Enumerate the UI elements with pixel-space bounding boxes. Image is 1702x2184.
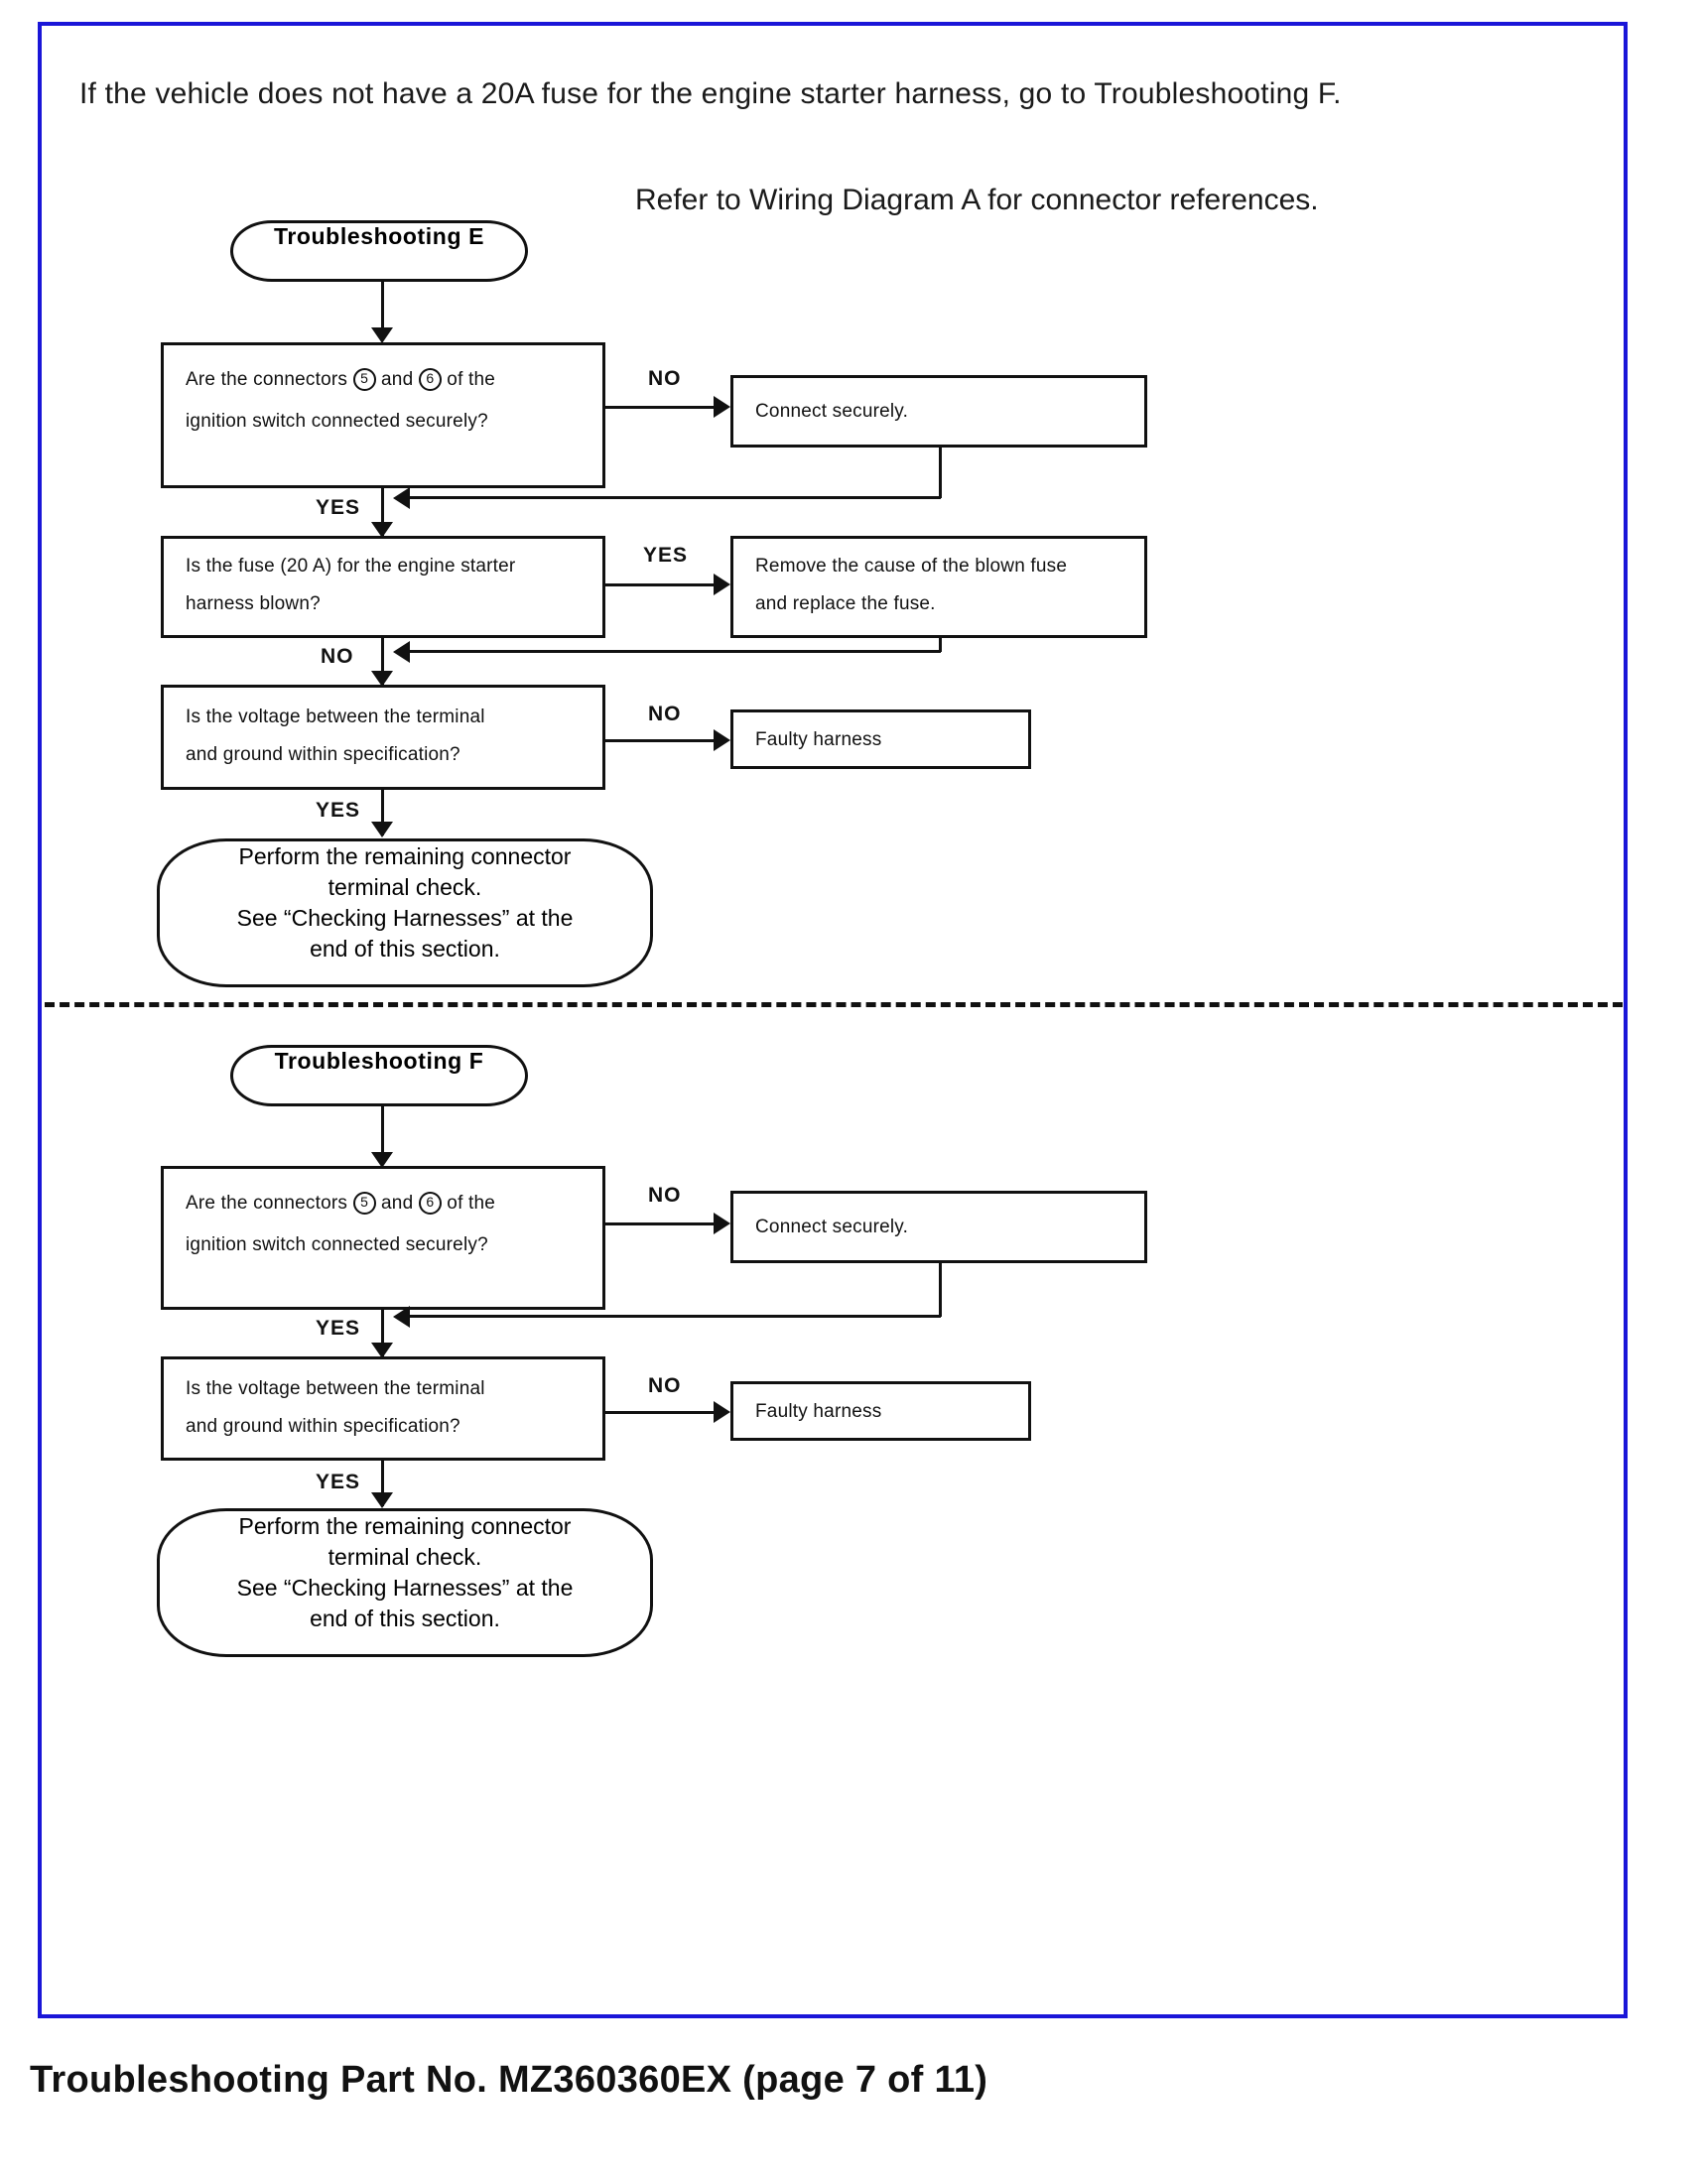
flow-e-a2-return-arrow [393,641,410,663]
refer-note: Refer to Wiring Diagram A for connector … [635,184,1319,216]
connector-number-icon: 6 [418,368,442,392]
flow-e-q3-no-line [605,739,718,742]
flow-e-end-line2: terminal check. [327,874,482,900]
flow-e-q2-no-label: NO [321,645,354,668]
flow-f-answer-2: Faulty harness [730,1381,1031,1441]
flow-e-q2-yes-label: YES [643,544,689,567]
flow-e-q3-yes-label: YES [316,799,361,822]
flow-e-q1-yes-label: YES [316,496,361,519]
flow-f-question-2-line1: Is the voltage between the terminal [186,1378,485,1399]
connector-number-icon: 5 [352,368,376,392]
flow-e-q3-yes-line [381,790,384,835]
flow-f-q1-no-label: NO [648,1184,682,1207]
flow-e-q2-yes-line [605,583,718,586]
flow-f-end-line1: Perform the remaining connector [238,1513,572,1539]
flow-e-answer-3-text: Faulty harness [755,729,882,750]
flow-e-question-2-line1: Is the fuse (20 A) for the engine starte… [186,556,516,577]
flow-e-title: Troubleshooting E [273,223,485,249]
flow-e-a2-return-v [939,638,942,652]
flow-f-question-1-line1: Are the connectors 5 and 6 of the [186,1192,496,1216]
flow-e-question-1-line2: ignition switch connected securely? [186,411,488,432]
flow-e-answer-2-line1: Remove the cause of the blown fuse [755,556,1068,577]
flow-f-a1-return-v [939,1263,942,1317]
connector-number-icon: 5 [352,1192,376,1216]
flow-e-q3-yes-arrow [371,822,393,837]
flow-f-answer-1-text: Connect securely. [755,1217,909,1237]
flow-e-title-node: Troubleshooting E [230,220,528,282]
flow-e-answer-1-text: Connect securely. [755,401,909,422]
footer-caption: Troubleshooting Part No. MZ360360EX (pag… [30,2059,988,2101]
flow-e-arrow-1 [371,327,393,343]
flow-e-end-line1: Perform the remaining connector [238,843,572,869]
flow-e-a1-return-h [407,496,941,499]
flow-f-q2-yes-label: YES [316,1471,361,1493]
flow-f-end-node: Perform the remaining connector terminal… [157,1508,653,1657]
flow-f-question-2: Is the voltage between the terminal and … [161,1356,605,1461]
flow-f-arrow-1 [371,1152,393,1168]
flow-e-answer-3: Faulty harness [730,709,1031,769]
flow-f-answer-1: Connect securely. [730,1191,1147,1263]
flow-f-q2-no-label: NO [648,1374,682,1397]
flow-e-q2-no-arrow [371,671,393,687]
flow-e-question-3-line2: and ground within specification? [186,744,460,765]
flow-f-end-line4: end of this section. [310,1606,500,1631]
flow-e-answer-2-line2: and replace the fuse. [755,593,936,614]
flow-e-answer-1: Connect securely. [730,375,1147,448]
flow-f-a1-return-h [407,1315,941,1318]
flow-f-title: Troubleshooting F [274,1048,484,1074]
flow-f-q1-yes-arrow [371,1343,393,1358]
flow-e-q1-no-line [605,406,718,409]
flow-f-answer-2-text: Faulty harness [755,1401,882,1422]
flow-e-question-2: Is the fuse (20 A) for the engine starte… [161,536,605,638]
flow-e-q3-no-label: NO [648,703,682,725]
flow-e-q1-no-arrow [714,396,730,418]
flow-e-a1-return-arrow [393,487,410,509]
intro-note: If the vehicle does not have a 20A fuse … [79,77,1342,110]
section-divider [45,1002,1623,1007]
flow-e-q1-no-label: NO [648,367,682,390]
flow-f-title-node: Troubleshooting F [230,1045,528,1106]
flow-f-q2-yes-arrow [371,1492,393,1508]
flow-e-q2-no-line [381,638,384,686]
flow-e-end-line3: See “Checking Harnesses” at the [236,905,574,931]
flow-e-question-1-line1: Are the connectors 5 and 6 of the [186,368,496,392]
flow-e-question-1: Are the connectors 5 and 6 of the igniti… [161,342,605,488]
flow-e-q1-yes-arrow [371,522,393,538]
flow-e-question-2-line2: harness blown? [186,593,321,614]
flow-f-question-1: Are the connectors 5 and 6 of the igniti… [161,1166,605,1310]
flow-e-q2-yes-arrow [714,574,730,595]
flow-e-a2-return-h [407,650,941,653]
flow-f-q1-yes-line [381,1310,384,1357]
flow-f-connector-1 [381,1106,384,1162]
flow-e-connector-1 [381,282,384,337]
flow-f-end-line2: terminal check. [327,1544,482,1570]
flow-f-end-line3: See “Checking Harnesses” at the [236,1575,574,1601]
flow-e-a1-return-v [939,448,942,498]
flow-f-q2-no-arrow [714,1401,730,1423]
flow-f-a1-return-arrow [393,1306,410,1328]
flow-f-question-1-line2: ignition switch connected securely? [186,1234,488,1255]
flow-f-q1-yes-label: YES [316,1317,361,1340]
flow-f-q2-yes-line [381,1461,384,1506]
flow-e-q3-no-arrow [714,729,730,751]
flow-e-q1-yes-line [381,488,384,536]
flow-e-answer-2: Remove the cause of the blown fuse and r… [730,536,1147,638]
flow-f-q1-no-line [605,1222,718,1225]
flow-e-question-3-line1: Is the voltage between the terminal [186,707,485,727]
flow-f-q1-no-arrow [714,1213,730,1234]
flow-e-end-node: Perform the remaining connector terminal… [157,838,653,987]
flow-e-question-3: Is the voltage between the terminal and … [161,685,605,790]
flow-f-question-2-line2: and ground within specification? [186,1416,460,1437]
flow-e-end-line4: end of this section. [310,936,500,962]
flow-f-q2-no-line [605,1411,718,1414]
connector-number-icon: 6 [418,1192,442,1216]
content-frame [38,22,1628,2018]
